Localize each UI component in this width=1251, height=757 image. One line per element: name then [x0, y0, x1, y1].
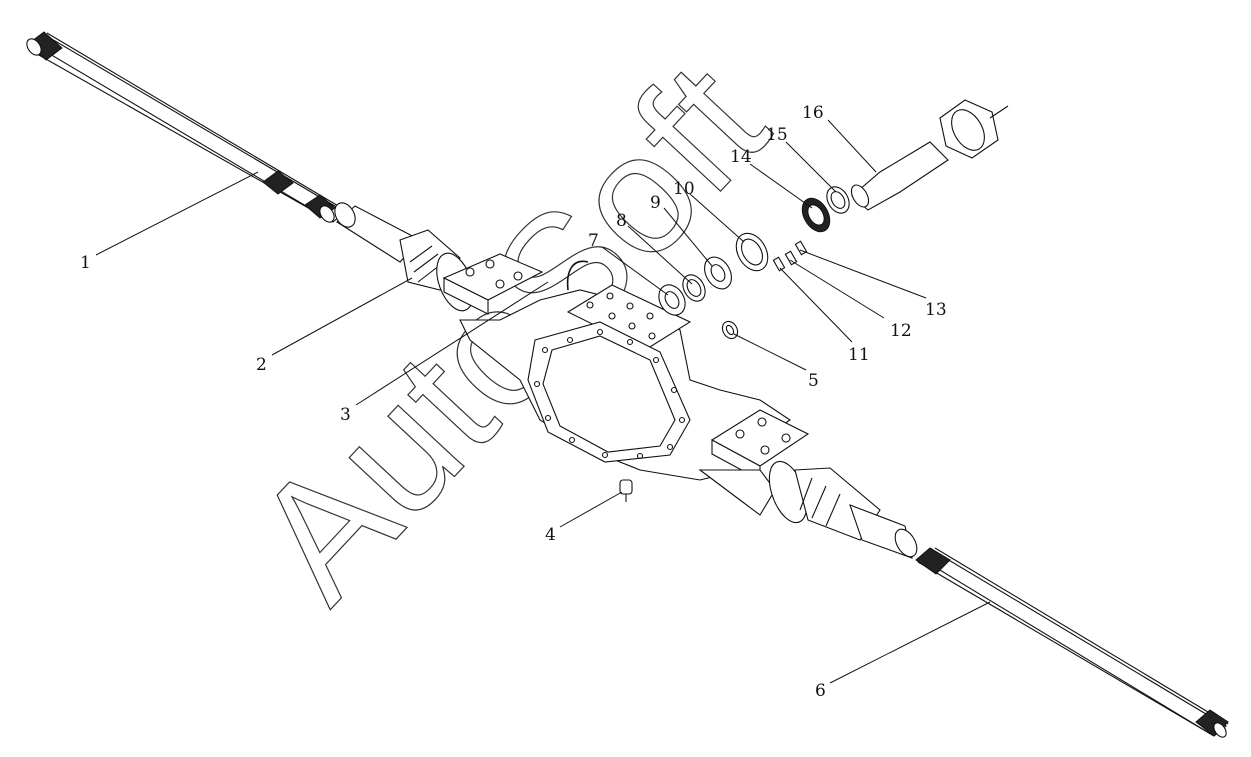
- drain-plug: [619, 479, 633, 502]
- callout-11: 11: [848, 345, 870, 365]
- callout-leaders: [95, 119, 991, 684]
- callout-8: 8: [616, 211, 627, 231]
- left-half-shaft: [26, 31, 346, 223]
- callout-4: 4: [545, 525, 556, 545]
- callout-13: 13: [925, 300, 947, 320]
- right-axle-tube: [768, 460, 918, 559]
- fill-plug: [721, 320, 739, 340]
- callout-10: 10: [673, 179, 695, 199]
- axle-housing: [436, 252, 810, 516]
- callout-3: 3: [340, 405, 351, 425]
- callout-14: 14: [730, 147, 752, 167]
- callout-2: 2: [256, 355, 267, 375]
- callout-labels: 1 2 3 4 5 6 7 8 9 10 11 12 13 14 15 16: [80, 103, 947, 701]
- callout-9: 9: [650, 193, 661, 213]
- callout-1: 1: [80, 253, 91, 273]
- pinion-assembly: [658, 99, 1009, 316]
- callout-6: 6: [815, 681, 826, 701]
- callout-16: 16: [802, 103, 824, 123]
- callout-7: 7: [588, 231, 599, 251]
- callout-12: 12: [890, 321, 912, 341]
- callout-5: 5: [808, 371, 819, 391]
- right-half-shaft: [915, 547, 1229, 738]
- callout-15: 15: [766, 125, 788, 145]
